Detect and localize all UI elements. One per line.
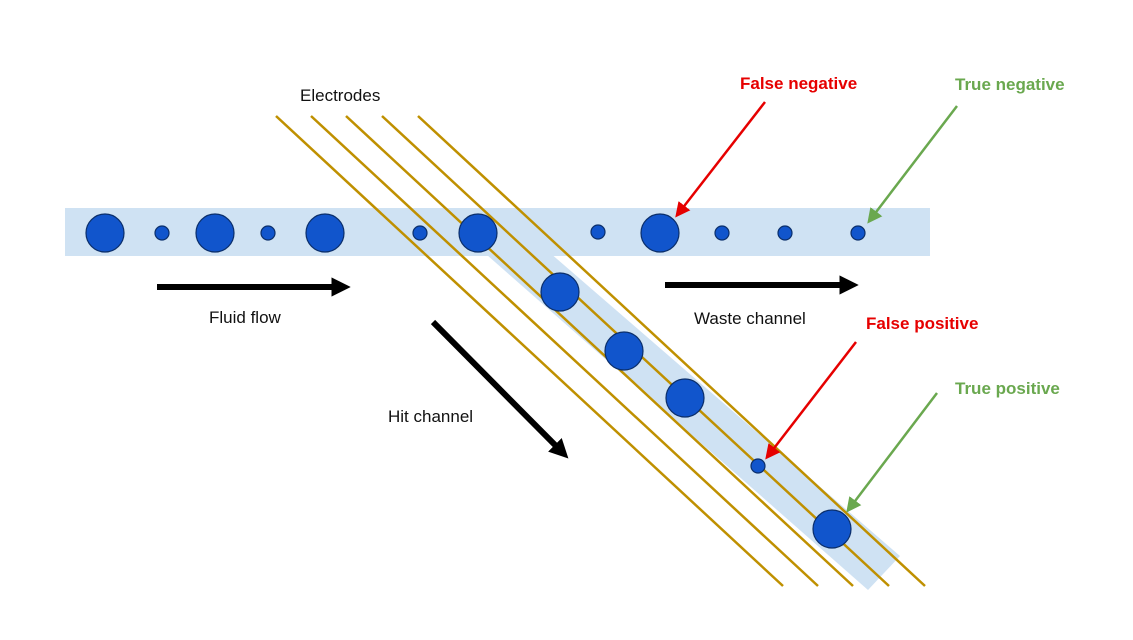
droplet-small xyxy=(412,225,428,241)
droplet-large xyxy=(540,272,580,312)
electrodes-label: Electrodes xyxy=(300,86,381,105)
false-positive-arrow xyxy=(765,341,857,460)
false-negative-arrow xyxy=(675,101,766,218)
droplet-small xyxy=(714,225,730,241)
droplet-small xyxy=(750,458,766,474)
electrode-line xyxy=(310,115,819,587)
droplet-large xyxy=(640,213,680,253)
false-positive-label: False positive xyxy=(866,314,979,333)
droplet-large xyxy=(305,213,345,253)
droplet-small xyxy=(590,224,606,240)
main-channel-droplets xyxy=(85,213,866,253)
true-positive-arrow xyxy=(846,392,938,513)
droplet-large xyxy=(85,213,125,253)
electrode-line xyxy=(275,115,784,587)
droplet-large xyxy=(458,213,498,253)
droplet-large xyxy=(665,378,705,418)
true-negative-arrow xyxy=(867,105,958,224)
hit-channel-droplets xyxy=(540,272,852,549)
waste-channel-label: Waste channel xyxy=(694,309,806,328)
true-positive-label: True positive xyxy=(955,379,1060,398)
electrode-line xyxy=(417,115,926,587)
droplet-small xyxy=(260,225,276,241)
droplet-large xyxy=(812,509,852,549)
droplet-large xyxy=(195,213,235,253)
false-negative-label: False negative xyxy=(740,74,858,93)
droplet-small xyxy=(777,225,793,241)
fluid-flow-label: Fluid flow xyxy=(209,308,281,327)
droplet-small xyxy=(154,225,170,241)
hit-channel-label: Hit channel xyxy=(388,407,474,426)
droplet-large xyxy=(604,331,644,371)
true-negative-label: True negative xyxy=(955,75,1065,94)
electrodes xyxy=(275,115,926,587)
hit-channel-arrow xyxy=(430,319,569,459)
electrode-line xyxy=(345,115,854,587)
droplet-small xyxy=(850,225,866,241)
